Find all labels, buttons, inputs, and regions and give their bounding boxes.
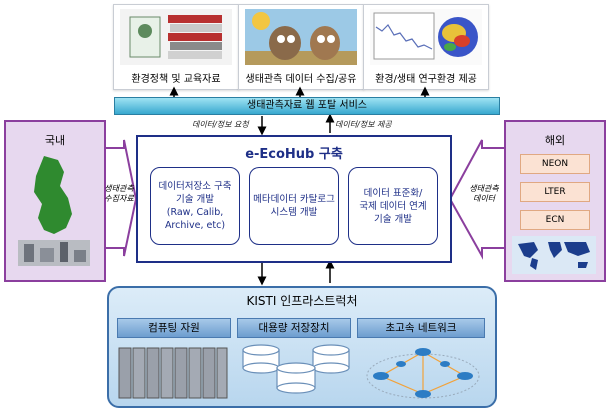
research-env-card: 환경/생태 연구환경 제공	[363, 4, 489, 90]
books-icon	[120, 9, 232, 65]
metadata-catalog-box: 메타데이터 카탈로그 시스템 개발	[249, 167, 339, 245]
provide-label: 데이터/정보 제공	[335, 120, 392, 129]
domestic-panel: 국내	[4, 120, 106, 282]
overseas-title: 해외	[544, 134, 566, 147]
overseas-arrow-label: 생태관측 데이터	[469, 184, 499, 203]
storage-disks-icon	[242, 344, 350, 394]
server-rack-icon	[118, 347, 228, 399]
data-repository-box: 데이터저장소 구축 기술 개발 (Raw, Calib, Archive, et…	[150, 167, 240, 245]
network-topology-icon	[366, 348, 480, 399]
hub-title: e-EcoHub 구축	[245, 147, 343, 162]
overseas-panel: 해외 NEON LTER ECN	[504, 120, 606, 282]
card-caption: 생태관측 데이터 수집/공유	[245, 74, 357, 85]
e-ecohub-box: e-EcoHub 구축 데이터저장소 구축 기술 개발 (Raw, Calib,…	[136, 135, 452, 263]
kisti-title: KISTI 인프라스트럭처	[246, 294, 358, 308]
data-standardization-box: 데이터 표준화/ 국제 데이터 연계 기술 개발	[348, 167, 438, 245]
web-portal-service-bar: 생태관측자료 웹 포탈 서비스	[114, 97, 500, 115]
domestic-title: 국내	[44, 134, 66, 147]
network-ecn: ECN	[520, 210, 590, 230]
research-graph-icon	[370, 9, 482, 65]
korea-map-icon	[18, 156, 90, 266]
tab-storage: 대용량 저장장치	[237, 318, 351, 338]
network-neon: NEON	[520, 154, 590, 174]
domestic-arrow-label: 생태관측 수집자료	[104, 184, 134, 203]
kisti-infrastructure-box: KISTI 인프라스트럭처 컴퓨팅 자원 대용량 저장장치 초고속 네트워크	[107, 286, 497, 408]
data-sharing-card: 생태관측 데이터 수집/공유	[238, 4, 364, 90]
card-caption: 환경/생태 연구환경 제공	[375, 74, 477, 85]
card-caption: 환경정책 및 교육자료	[131, 74, 221, 85]
request-label: 데이터/정보 요청	[192, 120, 249, 129]
tab-computing: 컴퓨팅 자원	[117, 318, 231, 338]
world-map-icon	[512, 236, 596, 274]
tab-network: 초고속 네트워크	[357, 318, 485, 338]
network-lter: LTER	[520, 182, 590, 202]
researchers-cartoon-icon	[245, 9, 357, 65]
policy-education-card: 환경정책 및 교육자료	[113, 4, 239, 90]
